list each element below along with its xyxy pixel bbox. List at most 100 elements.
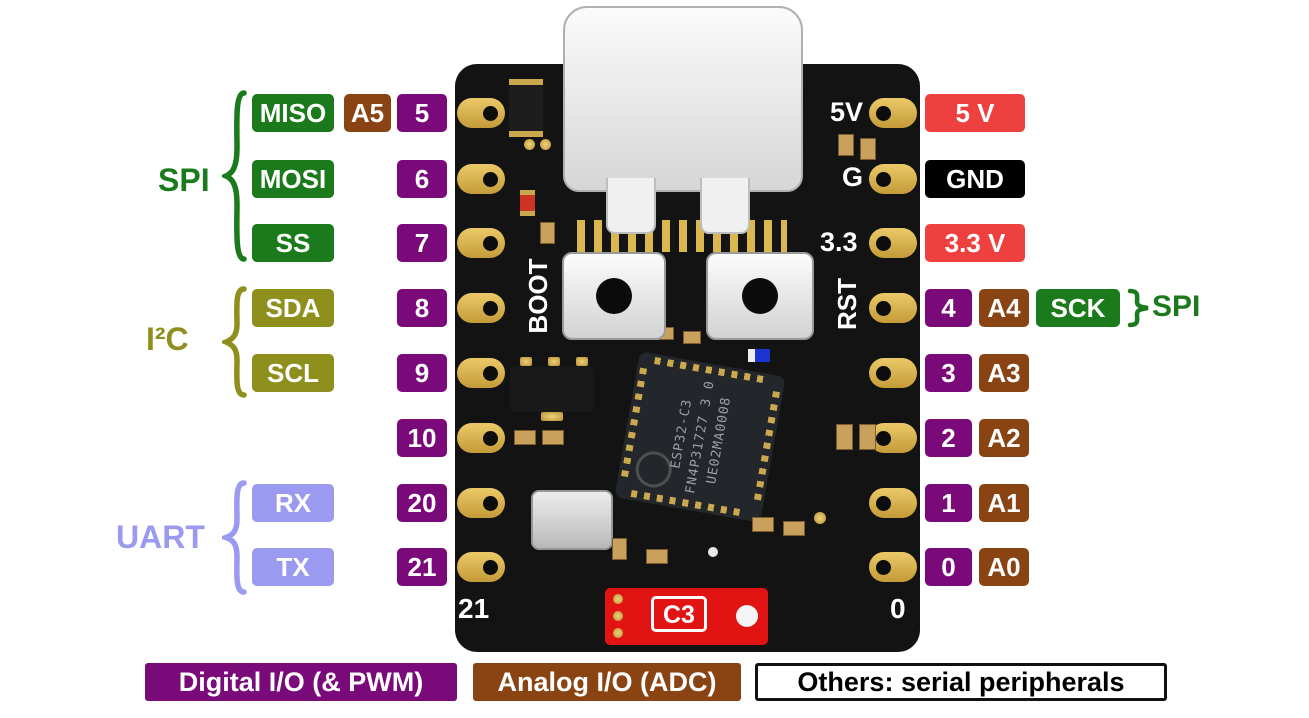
smd-capacitor: [542, 430, 564, 445]
regulator-pin: [520, 357, 532, 366]
test-pad: [524, 139, 535, 150]
smd-capacitor: [612, 538, 627, 560]
pin-digital-badge-2: 2: [925, 419, 972, 457]
smd-ic: [509, 79, 543, 137]
pin-digital-badge-9: 9: [397, 354, 447, 392]
test-pad: [540, 139, 551, 150]
board-label-0: 0: [890, 593, 906, 624]
smd-capacitor: [860, 138, 876, 160]
pin-func-badge-sck: SCK: [1036, 289, 1120, 327]
pad-right-2: [869, 164, 917, 194]
pin-digital-badge-6: 6: [397, 160, 447, 198]
pad-left-8: [457, 552, 505, 582]
usb-leg-right: [700, 178, 750, 234]
pin-analog-badge-a0: A0: [979, 548, 1029, 586]
smd-capacitor: [646, 549, 668, 564]
spi-group-label: SPI: [158, 162, 210, 198]
pad-left-7: [457, 488, 505, 518]
board-label-21: 21: [458, 593, 490, 624]
pin-power-badge-5v: 5 V: [925, 94, 1025, 132]
shield-pad: [613, 628, 623, 638]
usb-leg-left: [606, 178, 656, 234]
pad-right-1: [869, 98, 917, 128]
legend-analog: Analog I/O (ADC): [473, 663, 741, 701]
smd-resistor: [783, 521, 805, 536]
pin-analog-badge-a1: A1: [979, 484, 1029, 522]
pin-gnd-badge: GND: [925, 160, 1025, 198]
smd-capacitor: [540, 222, 555, 244]
silkscreen-dot: [708, 547, 718, 557]
board-label-5v: 5V: [830, 97, 864, 127]
voltage-regulator: [510, 366, 594, 412]
pin-digital-badge-1: 1: [925, 484, 972, 522]
shield-pad: [613, 611, 623, 621]
reset-button: [706, 252, 814, 340]
crystal-oscillator: [531, 490, 613, 550]
usb-c-connector: [563, 6, 803, 192]
pin-power-badge-3v3: 3.3 V: [925, 224, 1025, 262]
pin-digital-badge-8: 8: [397, 289, 447, 327]
pad-right-8: [869, 552, 917, 582]
reset-button-label: RST: [832, 278, 862, 330]
i2c-group-label: I²C: [146, 321, 189, 357]
pin-func-badge-mosi: MOSI: [252, 160, 334, 198]
smd-resistor: [752, 517, 774, 532]
uart-group-label: UART: [116, 519, 205, 555]
pad-left-2: [457, 164, 505, 194]
shield-pad: [613, 594, 623, 604]
pin-func-badge-ss: SS: [252, 224, 334, 262]
pad-right-7: [869, 488, 917, 518]
test-pad: [814, 512, 826, 524]
pad-right-5: [869, 358, 917, 388]
pad-right-4: [869, 293, 917, 323]
power-led-red: [520, 190, 535, 216]
pin-digital-badge-3: 3: [925, 354, 972, 392]
boot-button-label: BOOT: [523, 258, 553, 334]
pad-left-6: [457, 423, 505, 453]
board-label-3v3: 3.3: [820, 227, 858, 257]
pad-left-5: [457, 358, 505, 388]
pin-func-badge-rx: RX: [252, 484, 334, 522]
pin-digital-badge-0: 0: [925, 548, 972, 586]
spi-right-brace: [1127, 288, 1149, 328]
regulator-pin: [576, 357, 588, 366]
status-led-blue: [748, 349, 770, 362]
pin-digital-badge-7: 7: [397, 224, 447, 262]
pin-func-badge-miso: MISO: [252, 94, 334, 132]
smd-capacitor: [514, 430, 536, 445]
spi-right-group-label: SPI: [1152, 290, 1201, 323]
smd-capacitor: [836, 424, 853, 450]
pad-right-3: [869, 228, 917, 258]
shield-component: C3: [605, 588, 768, 645]
pin-analog-badge-a3: A3: [979, 354, 1029, 392]
pin-func-badge-scl: SCL: [252, 354, 334, 392]
pin-func-badge-tx: TX: [252, 548, 334, 586]
smd-capacitor: [859, 424, 876, 450]
pad-left-4: [457, 293, 505, 323]
pin-digital-badge-5: 5: [397, 94, 447, 132]
pin-digital-badge-21: 21: [397, 548, 447, 586]
pad-left-3: [457, 228, 505, 258]
pin-digital-badge-20: 20: [397, 484, 447, 522]
pad-left-1: [457, 98, 505, 128]
regulator-pin: [548, 357, 560, 366]
i2c-brace: [222, 286, 247, 398]
smd-resistor: [683, 331, 701, 344]
pin-analog-badge-a2: A2: [979, 419, 1029, 457]
shield-label: C3: [651, 596, 707, 632]
smd-capacitor: [838, 134, 854, 156]
spi-brace: [222, 90, 247, 262]
boot-button: [562, 252, 666, 340]
chip-marking: ESP32-C3 FN4P31727 3 0 UE02MA0008: [627, 364, 773, 510]
pin-analog-badge-a4: A4: [979, 289, 1029, 327]
esp32-c3-chip: ESP32-C3 FN4P31727 3 0 UE02MA0008: [614, 351, 786, 523]
pin-digital-badge-4: 4: [925, 289, 972, 327]
legend-digital: Digital I/O (& PWM): [145, 663, 457, 701]
pin-func-badge-sda: SDA: [252, 289, 334, 327]
pin-analog-badge-a5: A5: [344, 94, 391, 132]
legend-others: Others: serial peripherals: [755, 663, 1167, 701]
board-label-g: G: [842, 162, 864, 192]
regulator-tab: [541, 412, 563, 421]
uart-brace: [222, 480, 247, 595]
